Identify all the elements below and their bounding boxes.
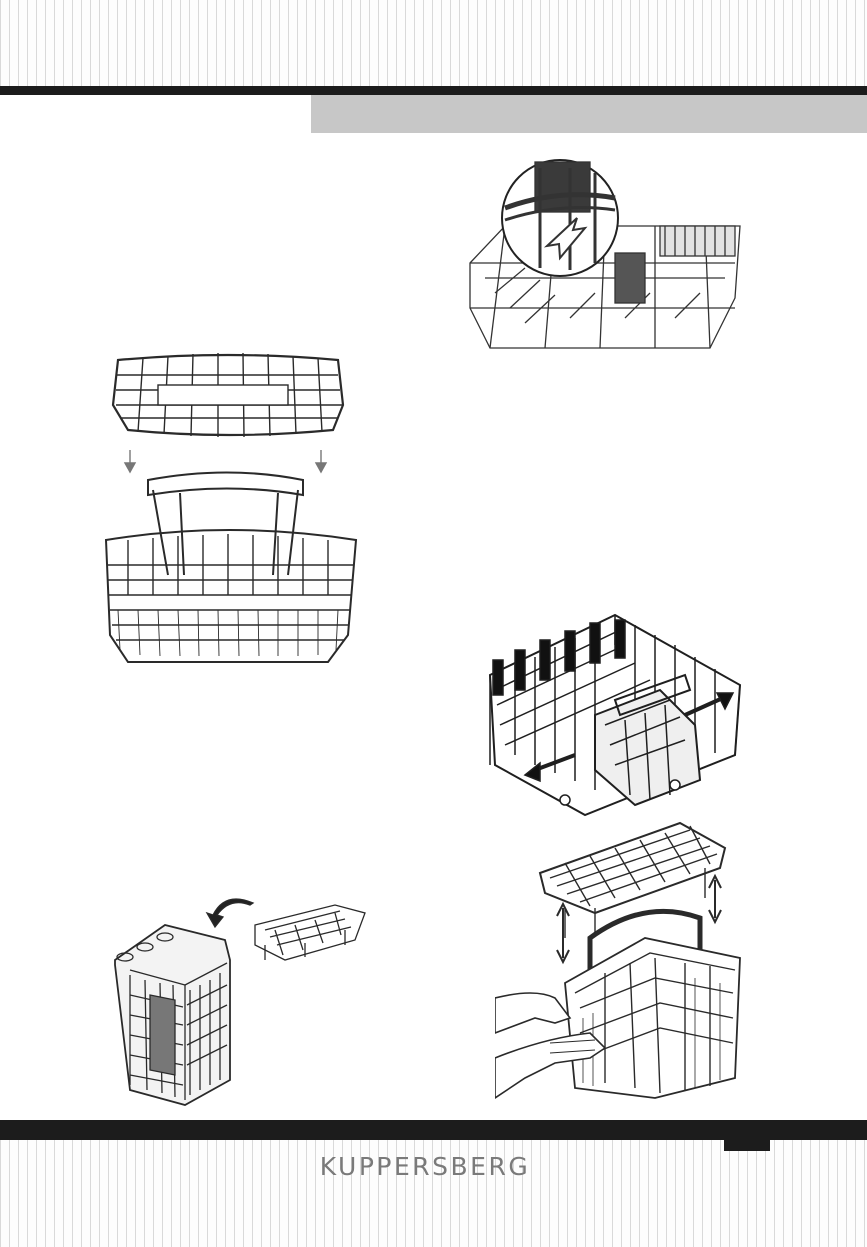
header-stripe-band xyxy=(0,0,867,86)
basket-split-illustration xyxy=(105,885,370,1110)
section-header-bar xyxy=(311,95,867,133)
footer-rule xyxy=(0,1120,867,1140)
brand-logo: KUPPERSBERG xyxy=(240,1152,610,1181)
basket-lid-lift-illustration xyxy=(495,818,745,1103)
rack-with-basket-illustration xyxy=(485,605,745,825)
rack-rail-detail-illustration xyxy=(465,158,745,353)
basket-lid-remove-illustration xyxy=(98,350,363,670)
page-number-tab xyxy=(724,1140,770,1151)
header-rule xyxy=(0,86,867,95)
